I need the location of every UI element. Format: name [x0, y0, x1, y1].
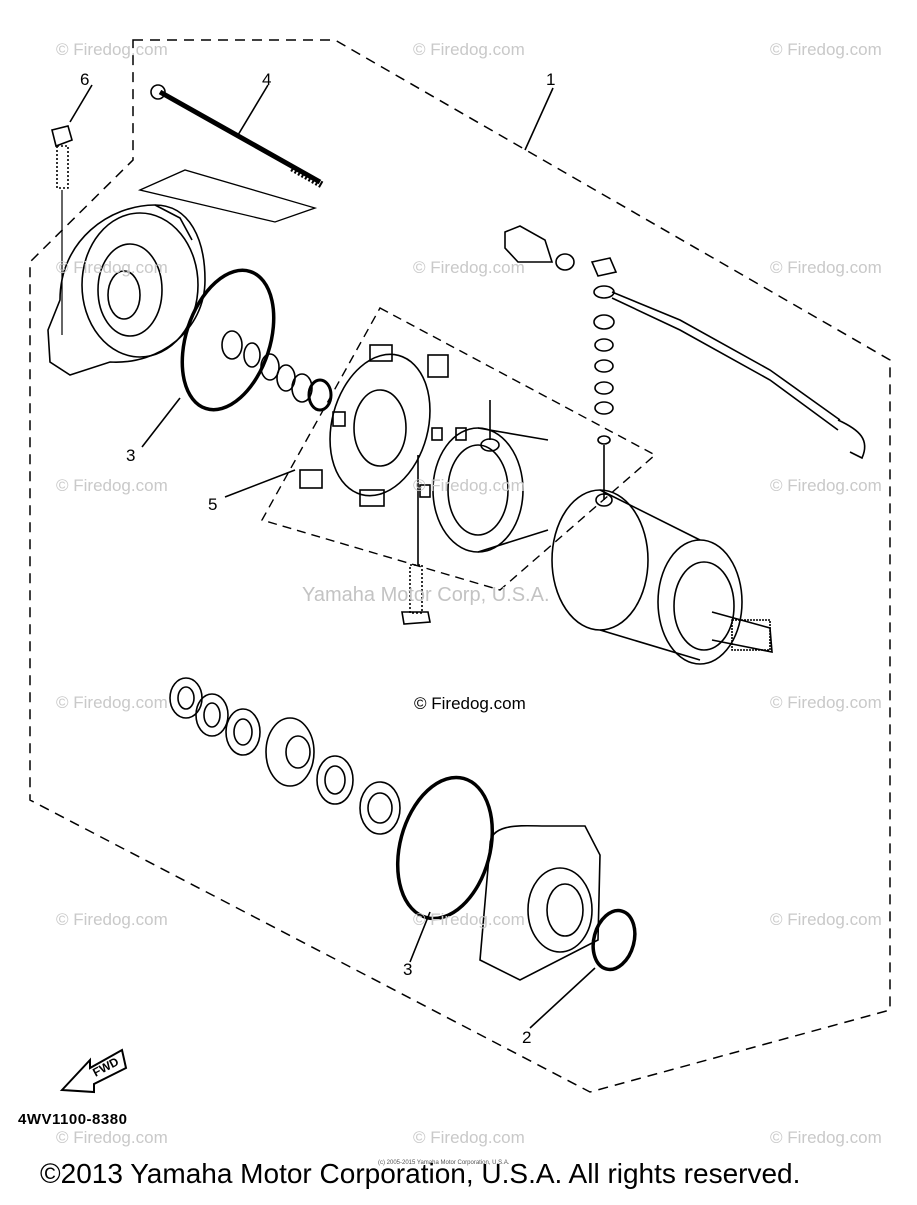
tiny-credit: (c) 2005-2015 Yamaha Motor Corporation, …: [378, 1160, 510, 1166]
yamaha-watermark: Yamaha Motor Corp, U.S.A.: [302, 584, 550, 606]
watermark-text: © Firedog.com: [413, 476, 525, 495]
watermark-text: © Firedog.com: [770, 258, 882, 277]
callout-5: 5: [208, 495, 218, 514]
watermark-text: © Firedog.com: [56, 910, 168, 929]
watermark-text: © Firedog.com: [770, 910, 882, 929]
watermark-text: © Firedog.com: [413, 910, 525, 929]
watermark-text: © Firedog.com: [413, 258, 525, 277]
watermark-text: © Firedog.com: [56, 258, 168, 277]
center-credit: © Firedog.com: [414, 694, 526, 713]
copyright-notice: ©2013 Yamaha Motor Corporation, U.S.A. A…: [40, 1158, 801, 1189]
watermark-text: © Firedog.com: [413, 40, 525, 59]
watermark-text: © Firedog.com: [770, 40, 882, 59]
callout-4: 4: [262, 70, 272, 89]
watermark-text: © Firedog.com: [770, 693, 882, 712]
callout-3-lower: 3: [403, 960, 413, 979]
watermark-text: © Firedog.com: [56, 693, 168, 712]
callout-1: 1: [546, 70, 556, 89]
callout-3-upper: 3: [126, 446, 136, 465]
watermark-text: © Firedog.com: [413, 1128, 525, 1147]
watermark-text: © Firedog.com: [770, 476, 882, 495]
watermark-text: © Firedog.com: [56, 40, 168, 59]
watermark-text: © Firedog.com: [56, 1128, 168, 1147]
part-code: 4WV1100-8380: [18, 1111, 128, 1128]
callout-6: 6: [80, 70, 90, 89]
callout-2: 2: [522, 1028, 532, 1047]
watermark-text: © Firedog.com: [56, 476, 168, 495]
watermark-text: © Firedog.com: [770, 1128, 882, 1147]
